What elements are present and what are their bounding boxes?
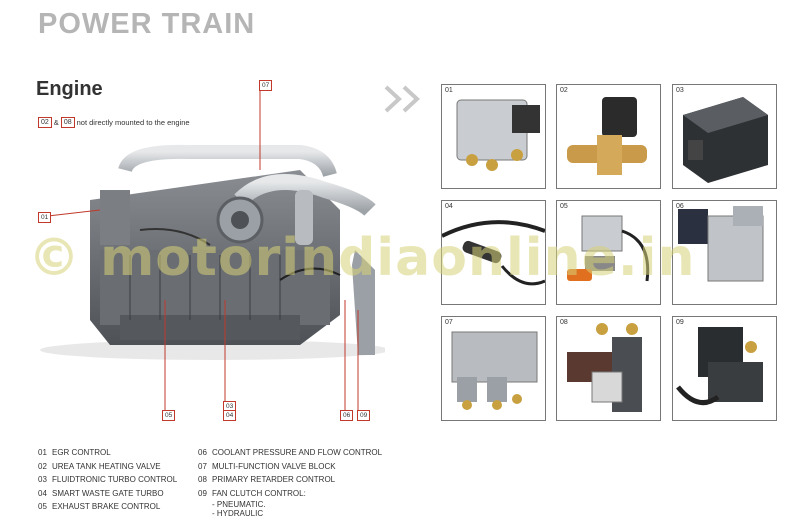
callout-07: 07: [259, 80, 273, 91]
note-amp: &: [53, 118, 59, 127]
component-number: 04: [445, 203, 453, 210]
component-card-03: 03: [672, 84, 777, 189]
component-card-08: 08: [556, 316, 661, 421]
component-number: 02: [560, 87, 568, 94]
double-chevron-icon: [384, 85, 420, 113]
note-tag-08: 08: [60, 117, 75, 128]
legend-subitem: - PNEUMATIC.: [212, 500, 266, 509]
egr-valve-image: [456, 99, 540, 171]
component-number: 05: [560, 203, 568, 210]
component-card-01: 01: [441, 84, 546, 189]
retarder-control-image: [567, 323, 642, 412]
exhaust-brake-valve-image: [567, 215, 650, 282]
page-title: POWER TRAIN: [38, 8, 256, 40]
note-tag-02: 02: [38, 117, 52, 128]
section-title: Engine: [36, 78, 103, 100]
component-number: 09: [676, 319, 684, 326]
callout-09: 09: [357, 410, 371, 421]
callout-01: 01: [38, 212, 52, 223]
fan-clutch-valve-image: [676, 327, 763, 406]
mounting-note: 02 & 08 not directly mounted to the engi…: [38, 117, 190, 128]
multi-function-valve-image: [451, 331, 538, 410]
component-card-09: 09: [672, 316, 777, 421]
component-card-06: 06: [672, 200, 777, 305]
callout-04: 04: [223, 410, 237, 421]
component-card-04: 04: [441, 200, 546, 305]
component-number: 08: [560, 319, 568, 326]
engine-illustration: [40, 144, 385, 360]
coolant-valve-image: [678, 206, 764, 282]
waste-gate-sensor-image: [442, 220, 545, 286]
turbo-control-image: [683, 97, 768, 183]
callout-06: 06: [340, 410, 354, 421]
component-number: 03: [676, 87, 684, 94]
component-card-07: 07: [441, 316, 546, 421]
component-number: 06: [676, 203, 684, 210]
component-number: 07: [445, 319, 453, 326]
note-text: not directly mounted to the engine: [76, 118, 190, 127]
component-number: 01: [445, 87, 453, 94]
callout-05: 05: [162, 410, 176, 421]
legend-subitem: - HYDRAULIC: [212, 509, 264, 518]
component-card-02: 02: [556, 84, 661, 189]
heating-valve-image: [567, 97, 647, 175]
component-card-05: 05: [556, 200, 661, 305]
